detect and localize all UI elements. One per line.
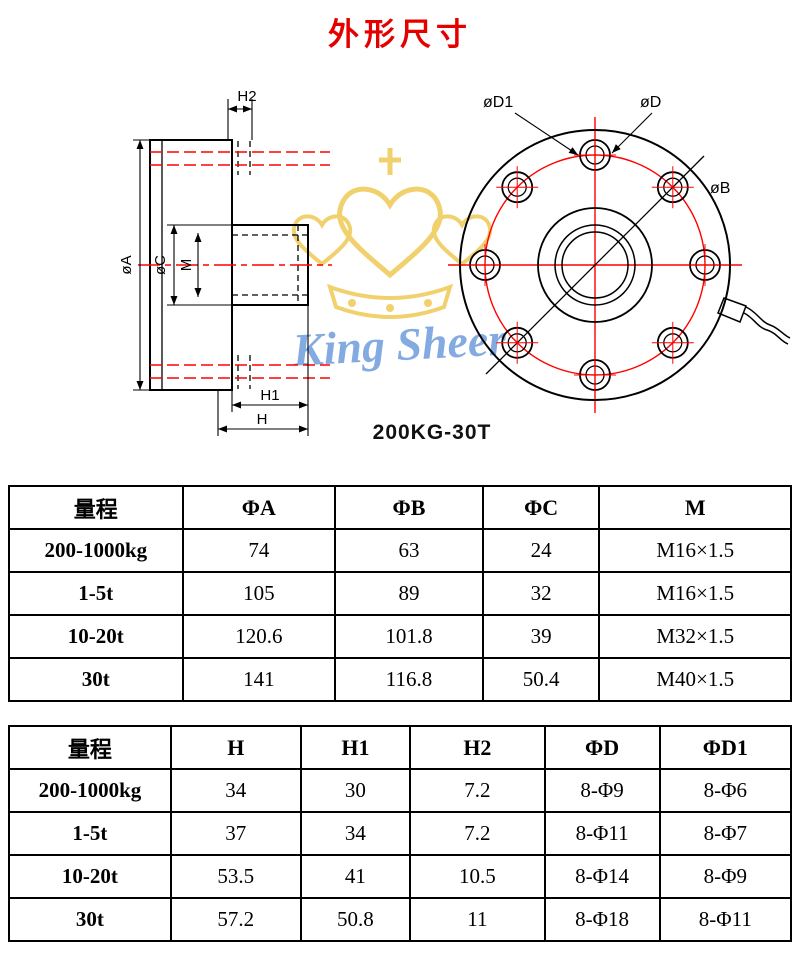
dim-label-phi-d: øD [640, 94, 661, 111]
table-cell: M16×1.5 [598, 571, 792, 616]
table-cell: 10.5 [409, 854, 546, 899]
column-header: ΦD1 [658, 725, 793, 770]
table-cell: 10-20t [8, 854, 172, 899]
table-cell: 74 [181, 528, 337, 573]
table-cell: M40×1.5 [598, 657, 792, 702]
cable [717, 297, 791, 345]
column-header: ΦC [481, 485, 601, 530]
table-cell: 89 [334, 571, 484, 616]
table-cell: M32×1.5 [598, 614, 792, 659]
table-cell: 34 [299, 811, 412, 856]
table-cell: 8-Φ11 [658, 897, 793, 942]
column-header: H1 [299, 725, 412, 770]
table-cell: 63 [334, 528, 484, 573]
table-cell: 57.2 [169, 897, 302, 942]
column-header: ΦD [543, 725, 661, 770]
column-header: ΦB [334, 485, 484, 530]
watermark-logo: King Sheer [291, 148, 509, 376]
table-cell: 7.2 [409, 768, 546, 813]
table-cell: 10-20t [8, 614, 184, 659]
dim-label-phi-c: øC [152, 255, 169, 275]
column-header: 量程 [8, 485, 184, 530]
dim-label-h1: H1 [260, 387, 279, 404]
dim-label-h: H [257, 411, 268, 428]
table-cell: 1-5t [8, 571, 184, 616]
table-cell: 34 [169, 768, 302, 813]
table-cell: 7.2 [409, 811, 546, 856]
table-cell: 8-Φ18 [543, 897, 661, 942]
table-cell: 11 [409, 897, 546, 942]
table-cell: 39 [481, 614, 601, 659]
front-view-drawing: øD1 øD øB 200KG-30T [373, 94, 791, 444]
table-cell: 24 [481, 528, 601, 573]
table-cell: 53.5 [169, 854, 302, 899]
dim-label-phi-d1: øD1 [483, 94, 513, 111]
table-cell: 8-Φ6 [658, 768, 793, 813]
table-cell: 116.8 [334, 657, 484, 702]
table-cell: 37 [169, 811, 302, 856]
model-caption: 200KG-30T [373, 421, 492, 444]
table-cell: 200-1000kg [8, 768, 172, 813]
column-header: ΦA [181, 485, 337, 530]
table-cell: 141 [181, 657, 337, 702]
table-cell: 105 [181, 571, 337, 616]
column-header: H [169, 725, 302, 770]
table-cell: 50.4 [481, 657, 601, 702]
table-cell: 41 [299, 854, 412, 899]
crown-icon [291, 148, 493, 319]
table-cell: 8-Φ7 [658, 811, 793, 856]
dim-label-h2: H2 [237, 88, 256, 105]
section-centerlines [138, 151, 332, 379]
table-cell: 200-1000kg [8, 528, 184, 573]
side-view-drawing: øA øC M H2 H1 H [118, 88, 332, 436]
table-cell: 8-Φ9 [543, 768, 661, 813]
table-cell: 50.8 [299, 897, 412, 942]
dim-label-m: M [178, 259, 195, 272]
column-header: M [598, 485, 792, 530]
table-cell: 120.6 [181, 614, 337, 659]
table-cell: 1-5t [8, 811, 172, 856]
table-cell: 30t [8, 657, 184, 702]
table-cell: 8-Φ11 [543, 811, 661, 856]
watermark-text: King Sheer [291, 313, 509, 375]
table-cell: 8-Φ9 [658, 854, 793, 899]
technical-drawing: King Sheer [118, 88, 791, 444]
column-header: 量程 [8, 725, 172, 770]
dim-label-phi-b: øB [710, 180, 730, 197]
table-cell: 30t [8, 897, 172, 942]
dim-label-phi-a: øA [118, 255, 135, 274]
table-cell: M16×1.5 [598, 528, 792, 573]
page-title: 外形尺寸 [328, 17, 472, 52]
table-cell: 32 [481, 571, 601, 616]
table-cell: 8-Φ14 [543, 854, 661, 899]
table-cell: 101.8 [334, 614, 484, 659]
table-cell: 30 [299, 768, 412, 813]
column-header: H2 [409, 725, 546, 770]
